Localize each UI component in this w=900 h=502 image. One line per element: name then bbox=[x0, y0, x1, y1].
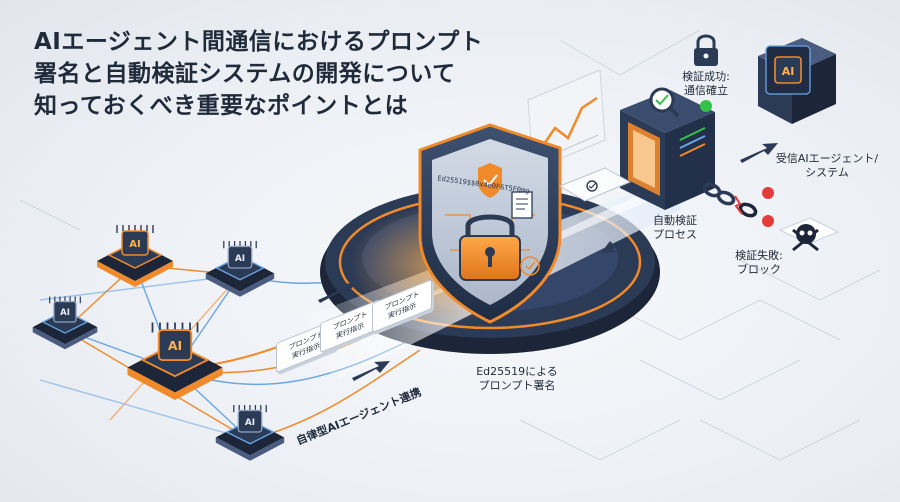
ai-chip-label: AI bbox=[245, 418, 255, 428]
skull-icon bbox=[778, 217, 840, 252]
shield-icon bbox=[418, 123, 562, 324]
label-verify-fail: 検証失敗: ブロック bbox=[724, 249, 794, 277]
broken-chain-icon bbox=[702, 182, 758, 218]
success-indicator bbox=[700, 100, 712, 112]
title-line-3: 知っておくべき重要なポイントとは bbox=[34, 93, 409, 119]
ai-chip-label: AI bbox=[168, 338, 182, 353]
success-lock-icon bbox=[694, 34, 718, 66]
title-line-2: 署名と自動検証システムの開発について bbox=[34, 61, 456, 87]
label-ed-sign-line1: Ed25519による bbox=[476, 365, 558, 378]
ai-chip-label: AI bbox=[129, 239, 140, 250]
verification-device bbox=[620, 90, 715, 210]
receiver-ai-system bbox=[758, 38, 836, 124]
magnifier-icon bbox=[649, 87, 680, 118]
fail-indicator-bottom bbox=[762, 215, 774, 227]
fail-indicator-top bbox=[762, 187, 774, 199]
label-auto-verify-line2: プロセス bbox=[653, 228, 697, 241]
label-receiver-line1: 受信AIエージェント/ bbox=[775, 152, 879, 165]
label-receiver: 受信AIエージェント/ システム bbox=[772, 152, 882, 180]
ai-agent-chip: AI bbox=[32, 296, 98, 350]
agent-chips: AI AI AI AI AI bbox=[32, 225, 285, 461]
document-icon bbox=[511, 191, 533, 219]
background-circuit-lines bbox=[19, 29, 881, 461]
ai-agent-chip: AI bbox=[127, 322, 223, 400]
label-verify-success: 検証成功: 通信確立 bbox=[670, 70, 742, 98]
label-verify-success-line2: 通信確立 bbox=[684, 84, 728, 97]
ai-agent-chip: AI bbox=[205, 240, 275, 297]
ai-chip-label: AI bbox=[235, 254, 245, 264]
flow-arrows bbox=[318, 143, 778, 381]
ai-agent-chip: AI bbox=[215, 404, 285, 461]
certificate-icon bbox=[558, 167, 632, 202]
label-verify-fail-line1: 検証失敗: bbox=[735, 249, 783, 262]
seal-badge-icon bbox=[520, 256, 540, 276]
label-auto-verify-line1: 自動検証 bbox=[653, 214, 697, 227]
label-receiver-line2: システム bbox=[805, 166, 849, 179]
label-ed-sign: Ed25519による プロンプト署名 bbox=[462, 365, 572, 393]
title-line-1: AIエージェント間通信におけるプロンプト bbox=[34, 29, 484, 55]
page-title: AIエージェント間通信におけるプロンプト 署名と自動検証システムの開発について … bbox=[34, 26, 504, 122]
receiver-ai-label: AI bbox=[782, 65, 795, 78]
label-ed-sign-line2: プロンプト署名 bbox=[478, 379, 556, 392]
label-verify-fail-line2: ブロック bbox=[737, 263, 781, 276]
label-verify-success-line1: 検証成功: bbox=[682, 70, 730, 83]
ai-agent-chip: AI bbox=[97, 225, 173, 287]
ai-chip-label: AI bbox=[60, 308, 70, 318]
lock-icon bbox=[459, 214, 521, 281]
label-auto-verify: 自動検証 プロセス bbox=[640, 214, 710, 242]
